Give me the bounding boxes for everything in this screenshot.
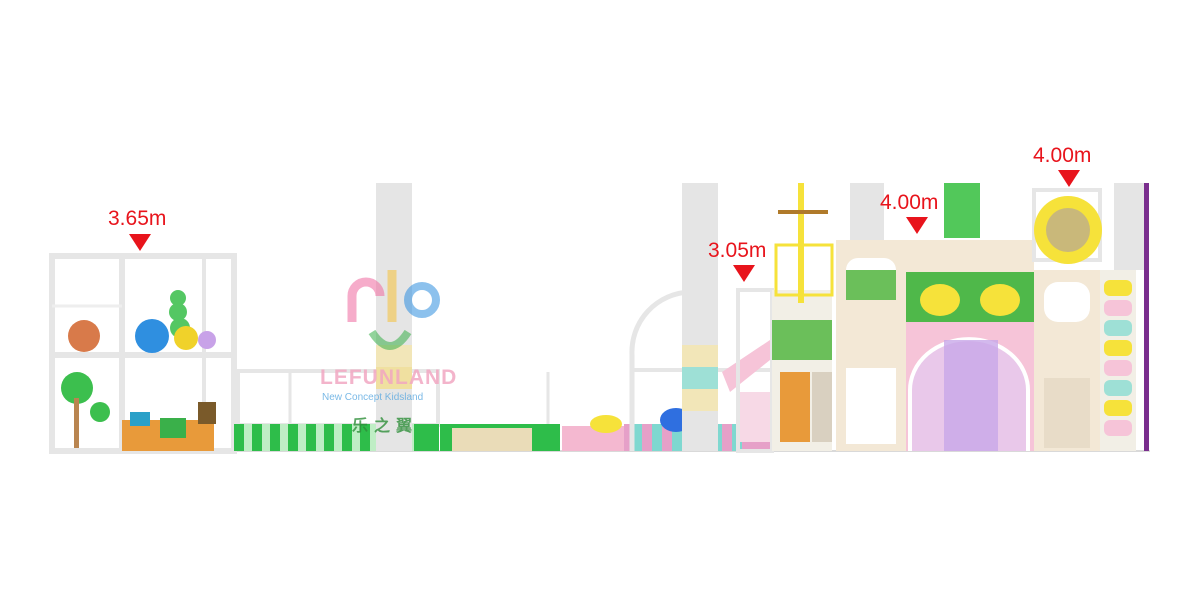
tree-top <box>61 372 93 404</box>
height-label-mid: 3.05m <box>708 239 767 262</box>
support-column-center <box>850 183 884 243</box>
sand-play-area <box>440 372 560 451</box>
watermark-tagline: New Concept Kidsland <box>322 392 424 403</box>
height-label-left: 3.65m <box>108 207 167 230</box>
mid-tower <box>722 183 834 453</box>
watermark-brand: LEFUNLAND <box>320 366 458 389</box>
height-label-center: 4.00m <box>880 191 939 214</box>
watermark-logo <box>347 270 440 350</box>
center-tower <box>836 183 1034 451</box>
green-panel <box>944 183 980 238</box>
arch-frame <box>629 289 691 451</box>
height-marker-center-icon <box>906 217 928 234</box>
height-marker-right-icon <box>1058 170 1080 187</box>
left-toddler-frame <box>49 253 237 454</box>
height-marker-mid-icon <box>733 265 755 282</box>
right-tower <box>1032 183 1149 451</box>
watermark-chinese: 乐之翼 <box>352 416 419 435</box>
purple-wall-edge <box>1144 183 1149 451</box>
ball-orange <box>68 320 100 352</box>
ball-blue <box>135 319 169 353</box>
height-marker-left-icon <box>129 234 151 251</box>
height-label-right: 4.00m <box>1033 144 1092 167</box>
